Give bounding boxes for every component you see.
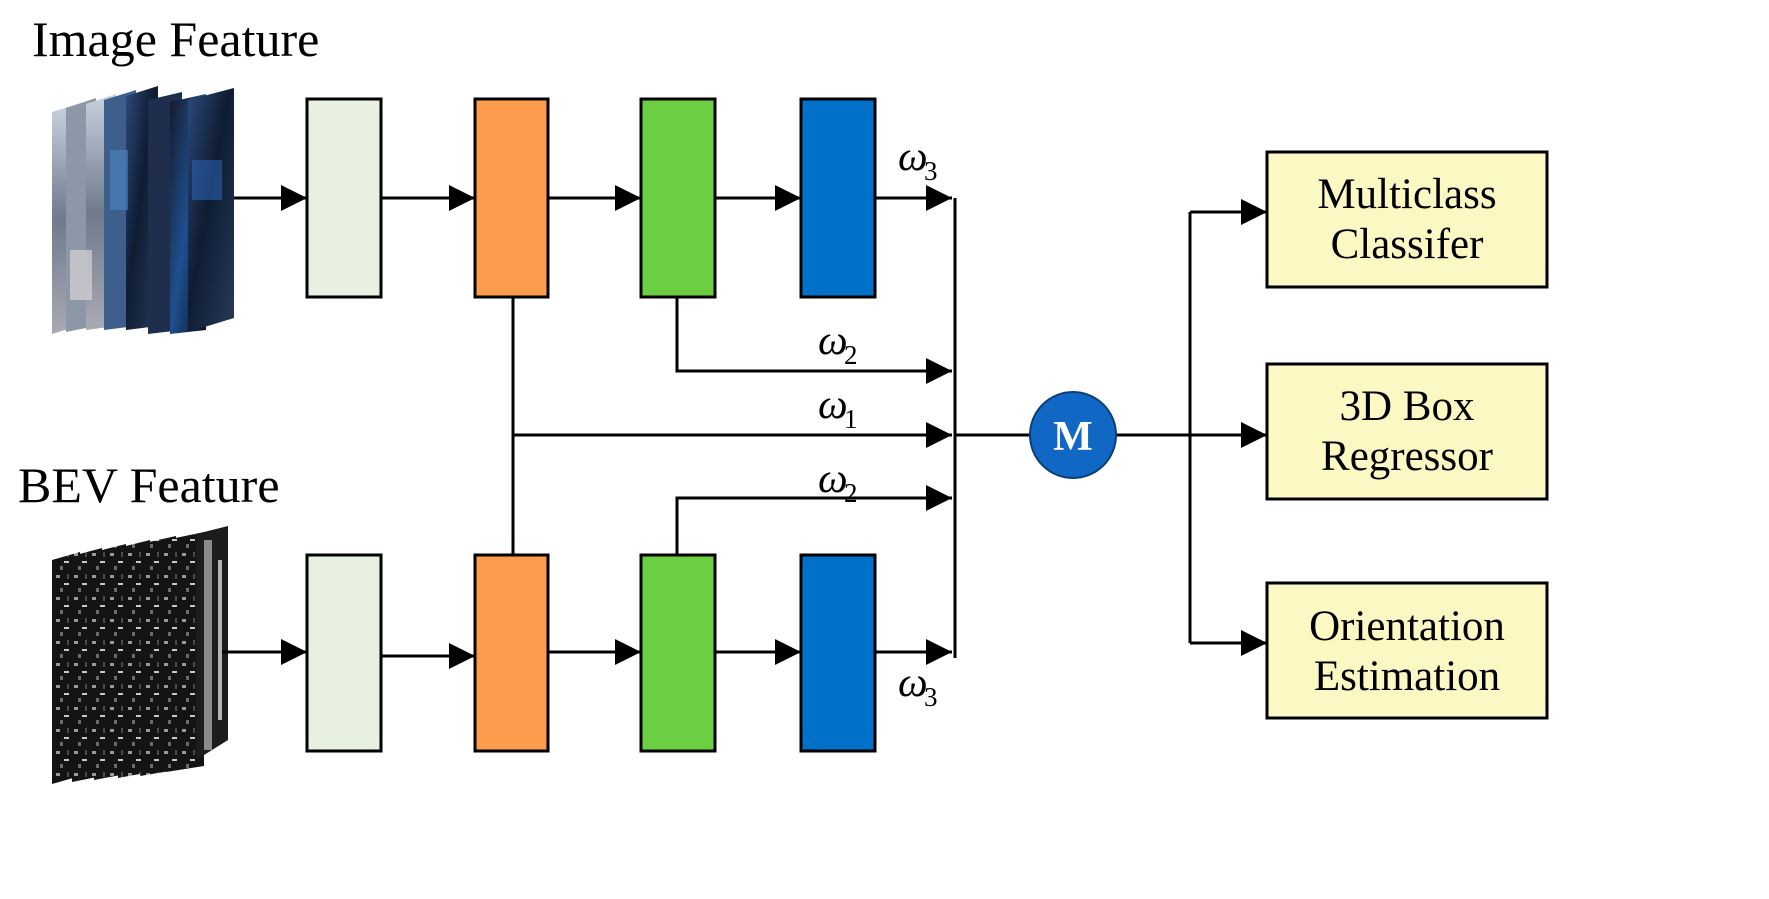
merge-label: M: [1053, 414, 1093, 460]
weight-symbol: ω: [818, 318, 848, 364]
output-box-frame: [1265, 581, 1549, 720]
weight-subscript: 1: [844, 404, 858, 434]
output-label-line2: Estimation: [1314, 653, 1500, 700]
weight-w1: ω 1: [818, 382, 858, 434]
merge-circle: [1029, 391, 1117, 479]
weight-symbol: ω: [818, 456, 848, 502]
image-feature-stack: [52, 86, 234, 334]
bottom-stage4-block: [799, 553, 877, 753]
weight-w3-top: ω 3: [898, 134, 938, 186]
output-box-frame: [1265, 150, 1549, 289]
weight-subscript: 2: [844, 340, 858, 370]
output-label-line2: Classifer: [1331, 221, 1484, 268]
bottom-skip-w2: [675, 485, 952, 555]
output-label-line2: Regressor: [1321, 433, 1493, 480]
top-stage4-block: [799, 97, 877, 299]
merge-node: M: [1029, 391, 1117, 479]
weight-w2-top: ω 2: [818, 318, 858, 370]
top-stage2-block: [473, 97, 550, 299]
top-stage1-block: [305, 97, 383, 299]
weight-symbol: ω: [898, 134, 928, 180]
output-box-frame: [1265, 362, 1549, 501]
weight-symbol: ω: [818, 382, 848, 428]
top-stage3-block: [639, 97, 717, 299]
orientation-estimation-box: Orientation Estimation: [1265, 581, 1549, 720]
weight-w3-bottom: ω 3: [898, 660, 938, 712]
bottom-stage2-block: [473, 553, 550, 753]
bev-feature-stack: [52, 526, 228, 784]
output-label-line1: 3D Box: [1340, 383, 1475, 430]
output-label-line1: Multiclass: [1317, 171, 1496, 218]
weight-w2-bottom: ω 2: [818, 456, 858, 508]
bev-feature-title: BEV Feature: [18, 457, 280, 513]
weight-subscript: 2: [844, 478, 858, 508]
image-feature-title: Image Feature: [32, 11, 319, 67]
output-label-line1: Orientation: [1309, 603, 1505, 650]
weight-subscript: 3: [924, 156, 938, 186]
box-regressor-box: 3D Box Regressor: [1265, 362, 1549, 501]
weight-subscript: 3: [924, 682, 938, 712]
multiclass-classifier-box: Multiclass Classifer: [1265, 150, 1549, 289]
weight-symbol: ω: [898, 660, 928, 706]
top-skip-w2: [675, 297, 952, 384]
bottom-stage1-block: [305, 553, 383, 753]
bottom-stage3-block: [639, 553, 717, 753]
